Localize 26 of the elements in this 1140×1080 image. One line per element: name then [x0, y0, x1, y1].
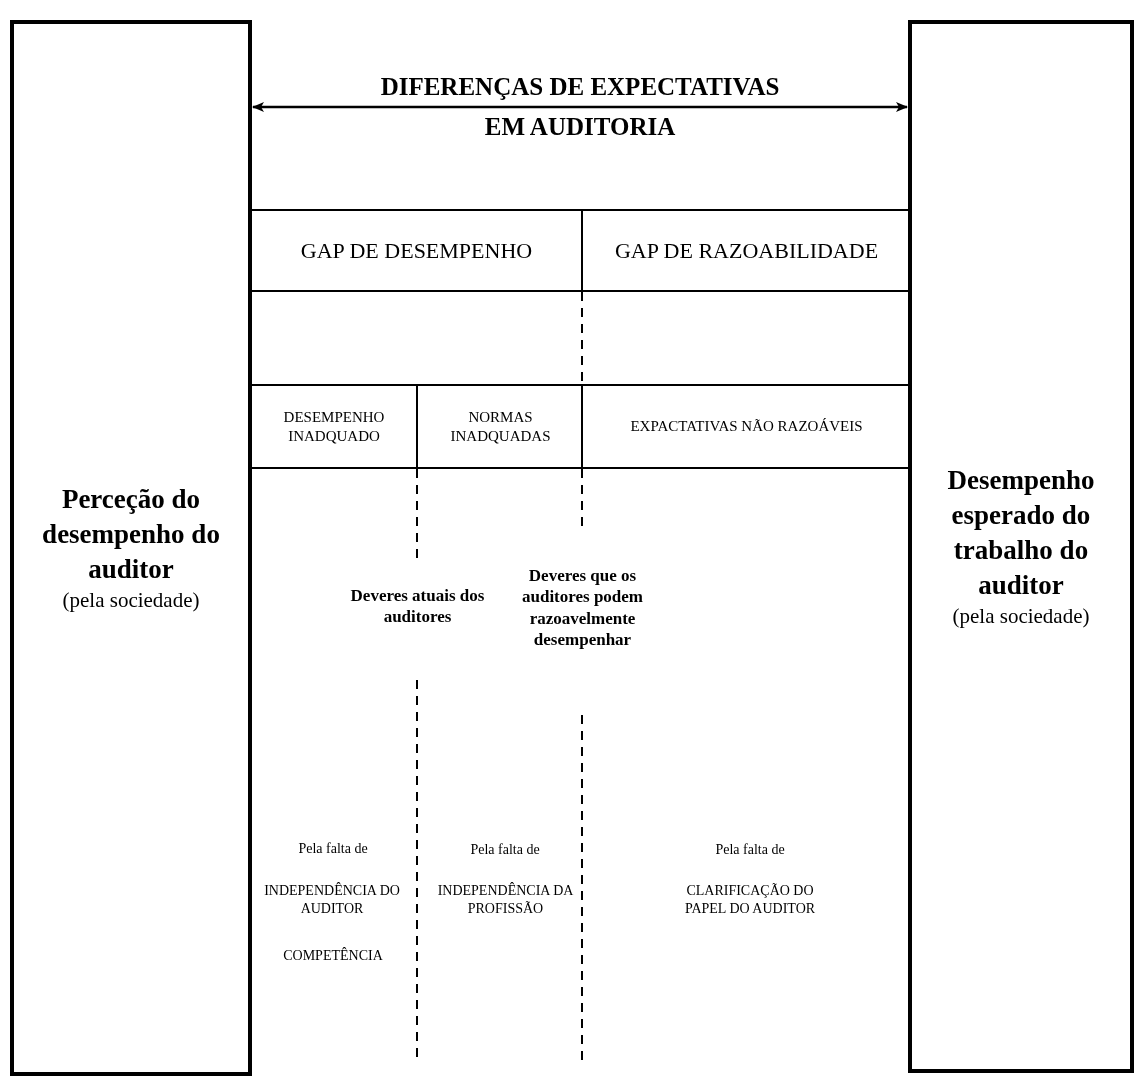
text-label: CLARIFICAÇÃO DO PAPEL DO AUDITOR	[683, 882, 817, 917]
text-label: COMPETÊNCIA	[282, 947, 384, 965]
table-cell	[250, 384, 418, 469]
panel-heading: Perceção do desempenho do auditor	[41, 482, 221, 586]
table-cell	[581, 384, 910, 469]
side-panel	[10, 20, 252, 1076]
cell-text: DESEMPENHO INADQUADO	[282, 407, 386, 446]
side-panel	[908, 20, 1134, 1073]
text-label: Pela falta de	[297, 840, 369, 858]
double-arrow	[252, 102, 908, 112]
cell-text: EXPACTATIVAS NÃO RAZOÁVEIS	[630, 417, 863, 436]
panel-note: (pela sociedade)	[952, 603, 1090, 631]
text-label: INDEPENDÊNCIA DA PROFISSÃO	[436, 882, 575, 917]
table-cell	[416, 384, 583, 469]
text-label: Pela falta de	[469, 841, 541, 859]
cell-text: GAP DE DESEMPENHO	[300, 236, 533, 265]
text-label: Deveres atuais dos auditores	[349, 585, 486, 628]
text-label: INDEPENDÊNCIA DO AUDITOR	[263, 882, 401, 917]
cell-text: GAP DE RAZOABILIDADE	[614, 236, 879, 265]
cell-text: NORMAS INADQUADAS	[449, 407, 552, 446]
panel-note: (pela sociedade)	[62, 587, 200, 614]
text-label: Pela falta de	[714, 841, 786, 859]
panel-heading: Desempenho esperado do trabalho do auditor	[946, 463, 1096, 602]
text-label: Deveres que os auditores podem razoavelmente desempenhar	[520, 565, 645, 650]
table-cell	[581, 209, 910, 292]
edge-label: DIFERENÇAS DE EXPECTATIVAS EM AUDITORIA	[380, 72, 780, 142]
